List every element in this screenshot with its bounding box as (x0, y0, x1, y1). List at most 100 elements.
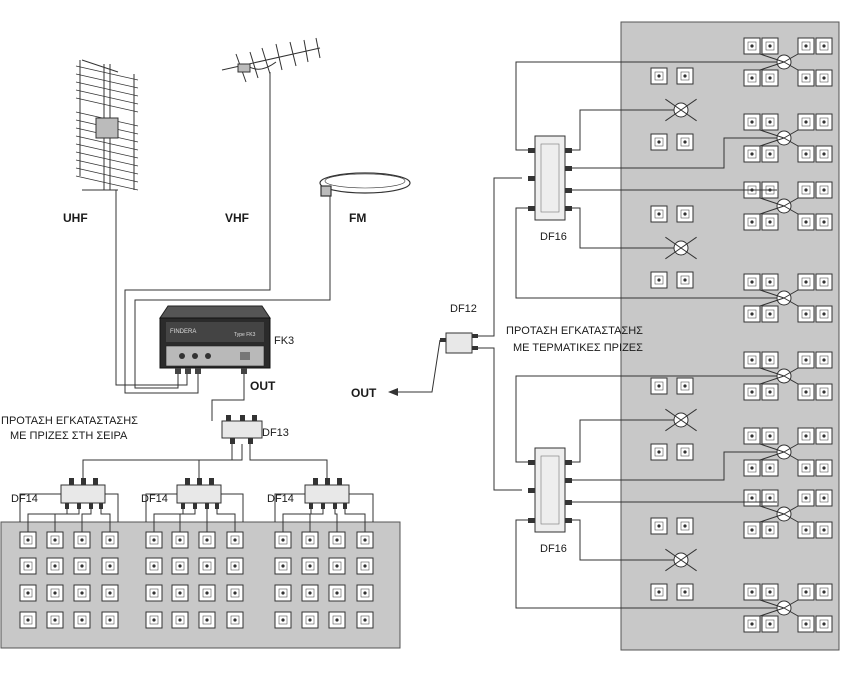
outlet-feed-cable (334, 509, 338, 532)
df14-label-3: DF14 (267, 493, 294, 505)
tv-outlet-icon (743, 37, 761, 55)
tv-outlet-icon (761, 69, 779, 87)
tv-outlet-icon (676, 377, 694, 395)
tv-outlet-icon (19, 557, 37, 575)
tv-outlet-icon (198, 557, 216, 575)
df16-output-cables (515, 61, 777, 609)
tv-outlet-icon (676, 133, 694, 151)
right-title-line1: ΠΡΟΤΑΣΗ ΕΓΚΑΤΑΣΤΑΣΗΣ (506, 325, 643, 337)
vhf-antenna-icon (221, 37, 321, 83)
tv-outlet-icon (743, 351, 761, 369)
tv-outlet-icon (761, 427, 779, 445)
tv-outlet-icon (145, 611, 163, 629)
tap-cluster (743, 583, 833, 633)
tap-cluster (743, 113, 833, 163)
tv-outlet-icon (815, 615, 833, 633)
tv-outlet-icon (145, 557, 163, 575)
tv-outlet-icon (356, 531, 374, 549)
tv-outlet-icon (650, 517, 668, 535)
tv-outlet-icon (815, 213, 833, 231)
tv-outlet-icon (743, 273, 761, 291)
outlet-feed-cable (216, 509, 236, 532)
tv-outlet-icon (797, 213, 815, 231)
tv-outlet-icon (19, 611, 37, 629)
tv-outlet-icon (46, 531, 64, 549)
df14-splitter-icon (145, 478, 244, 532)
tv-outlet-icon (743, 583, 761, 601)
tv-outlet-icon (797, 521, 815, 539)
tv-outlet-icon (815, 37, 833, 55)
fk3-type-plate: Type FK3 (234, 332, 256, 338)
tv-outlet-icon (815, 489, 833, 507)
tv-outlet-icon (676, 443, 694, 461)
df16-splitter-icon (528, 135, 572, 221)
tv-outlet-icon (650, 443, 668, 461)
tv-outlet-icon (101, 611, 119, 629)
df14-splitter-icon (19, 478, 119, 532)
tv-outlet-icon (815, 427, 833, 445)
tv-outlet-icon (676, 517, 694, 535)
tv-outlet-icon (815, 351, 833, 369)
fk3-model-label: FK3 (274, 335, 294, 347)
df16-splitters (528, 135, 572, 533)
tv-outlet-icon (46, 584, 64, 602)
tv-outlet-icon (676, 583, 694, 601)
tv-outlet-icon (743, 459, 761, 477)
df12-distribution-cables (478, 177, 522, 491)
outlet-feed-cable (179, 509, 196, 532)
tv-outlet-icon (761, 305, 779, 323)
tv-outlet-icon (797, 37, 815, 55)
tv-outlet-icon (171, 584, 189, 602)
tv-outlet-icon (761, 113, 779, 131)
tv-outlet-icon (743, 213, 761, 231)
tv-outlet-icon (198, 531, 216, 549)
tv-outlet-icon (815, 273, 833, 291)
tap-cluster (650, 67, 697, 151)
df12-splitter-icon (440, 332, 478, 354)
tv-outlet-icon (797, 489, 815, 507)
tap-cluster (650, 377, 697, 461)
tv-outlet-icon (301, 557, 319, 575)
tv-outlet-icon (797, 459, 815, 477)
tv-outlet-icon (101, 557, 119, 575)
tv-outlet-icon (815, 69, 833, 87)
tv-outlet-icon (145, 531, 163, 549)
tv-outlet-icon (101, 531, 119, 549)
tv-outlet-icon (797, 113, 815, 131)
df12-label: DF12 (450, 303, 477, 315)
fk3-output-cable (211, 374, 245, 421)
tv-outlet-icon (761, 37, 779, 55)
df14-splitters (19, 478, 374, 532)
tv-outlet-icon (101, 584, 119, 602)
tap-cluster (743, 273, 833, 323)
right-outlet-clusters (515, 37, 833, 633)
tv-outlet-icon (761, 459, 779, 477)
tv-outlet-icon (650, 583, 668, 601)
tv-outlet-icon (226, 611, 244, 629)
tv-outlet-icon (743, 521, 761, 539)
df13-distribution-cables (82, 444, 328, 478)
tv-outlet-icon (650, 133, 668, 151)
tv-outlet-icon (676, 67, 694, 85)
tv-outlet-icon (301, 584, 319, 602)
tv-outlet-icon (19, 584, 37, 602)
outlet-feed-cable (27, 509, 68, 532)
tv-outlet-icon (46, 611, 64, 629)
fm-label: FM (349, 211, 366, 225)
tv-outlet-icon (650, 205, 668, 223)
tv-outlet-icon (301, 611, 319, 629)
tv-outlet-icon (797, 69, 815, 87)
tv-outlet-icon (19, 531, 37, 549)
df13-splitter-icon (221, 415, 263, 444)
tv-outlet-icon (676, 271, 694, 289)
tv-outlet-icon (274, 611, 292, 629)
tv-outlet-icon (145, 584, 163, 602)
tv-outlet-icon (815, 383, 833, 401)
tap-cluster (743, 37, 833, 87)
tap-cluster (743, 427, 833, 477)
left-title-line2: ΜΕ ΠΡΙΖΕΣ ΣΤΗ ΣΕΙΡΑ (10, 430, 128, 442)
df16-splitter-icon (528, 447, 572, 533)
tv-outlet-icon (743, 427, 761, 445)
tv-outlet-icon (328, 611, 346, 629)
